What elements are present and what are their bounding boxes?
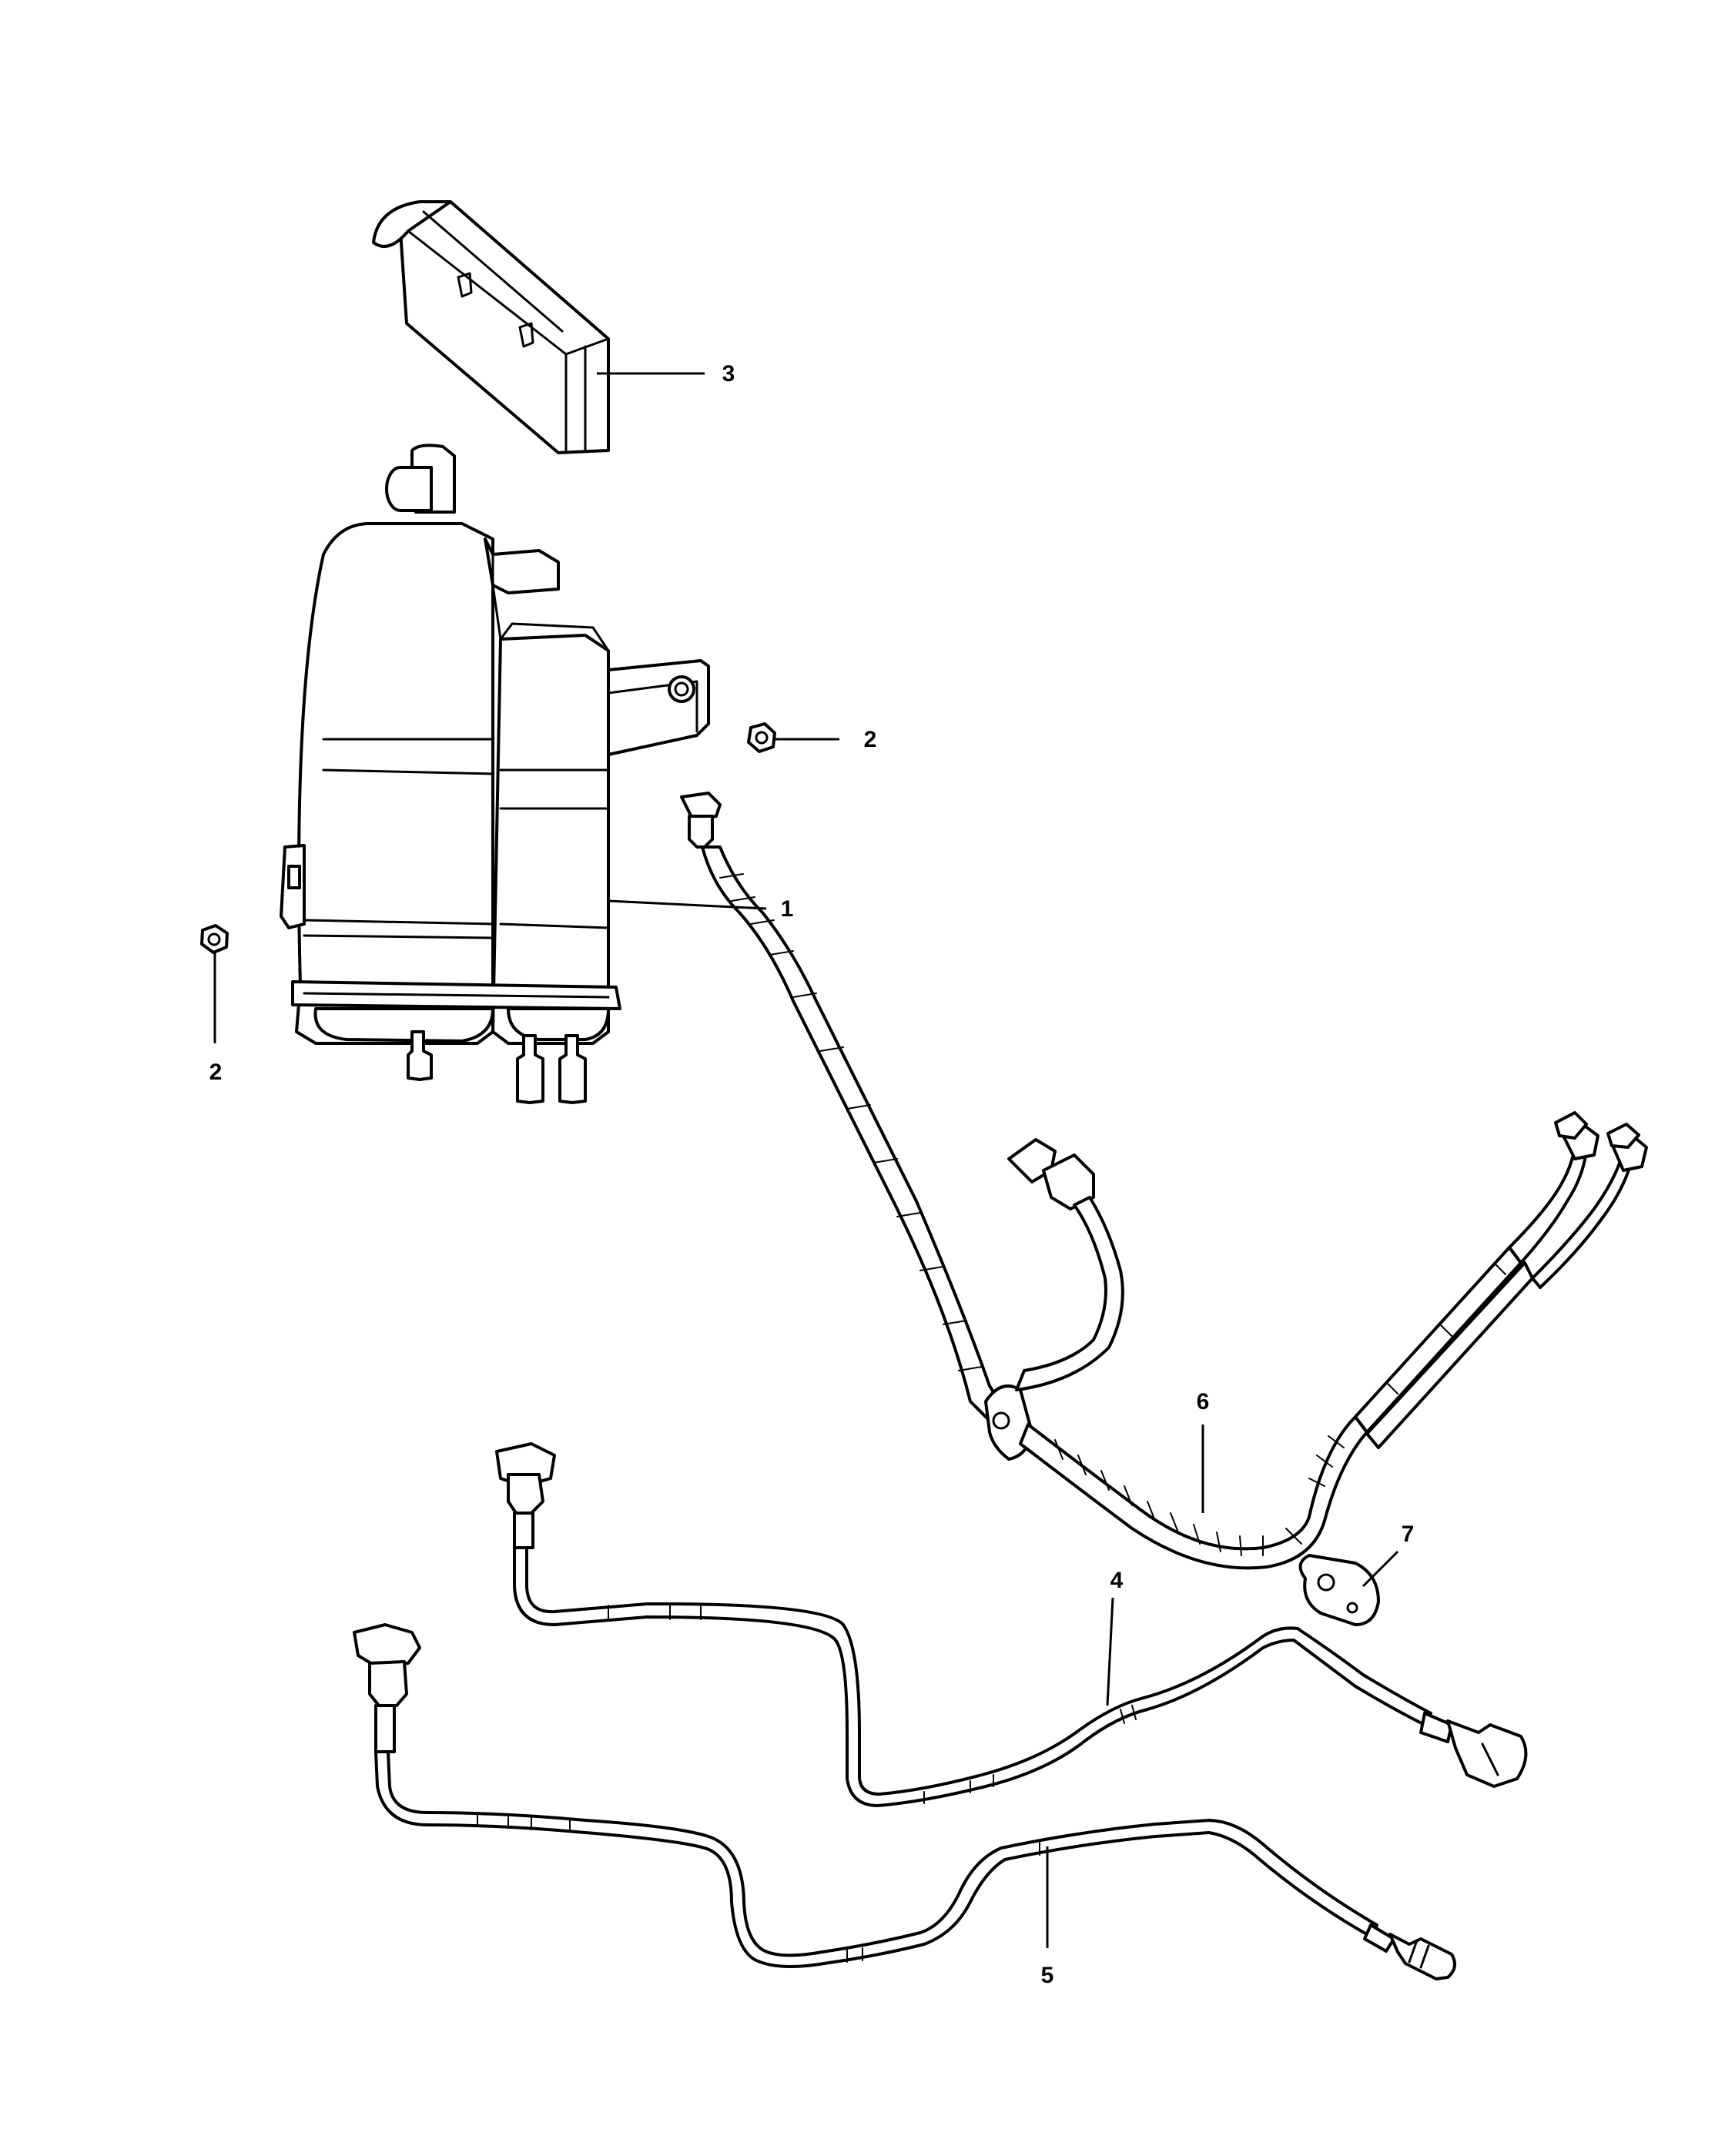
leader-7 [1362, 1550, 1399, 1588]
callout-5: 5 [1041, 1963, 1054, 1988]
callout-2-lower: 2 [209, 1060, 223, 1085]
callout-7: 7 [1402, 1522, 1415, 1547]
part-1-canister [280, 444, 710, 1104]
part-7-grommet [1298, 1554, 1380, 1626]
callout-2-upper: 2 [864, 727, 877, 752]
part-2-nut-upper [747, 722, 776, 753]
leader-1 [608, 899, 767, 910]
part-6-harness [680, 792, 1648, 1570]
callout-3: 3 [722, 361, 735, 387]
part-5-tube [353, 1623, 1456, 1980]
leader-4 [1106, 1597, 1114, 1706]
callout-6: 6 [1197, 1389, 1210, 1414]
part-3-cover [372, 200, 610, 454]
leader-lines [213, 372, 1399, 1948]
callout-1: 1 [781, 896, 794, 922]
part-4-tube [495, 1442, 1528, 1807]
part-2-nut-lower [200, 924, 229, 954]
callout-4: 4 [1110, 1568, 1124, 1593]
